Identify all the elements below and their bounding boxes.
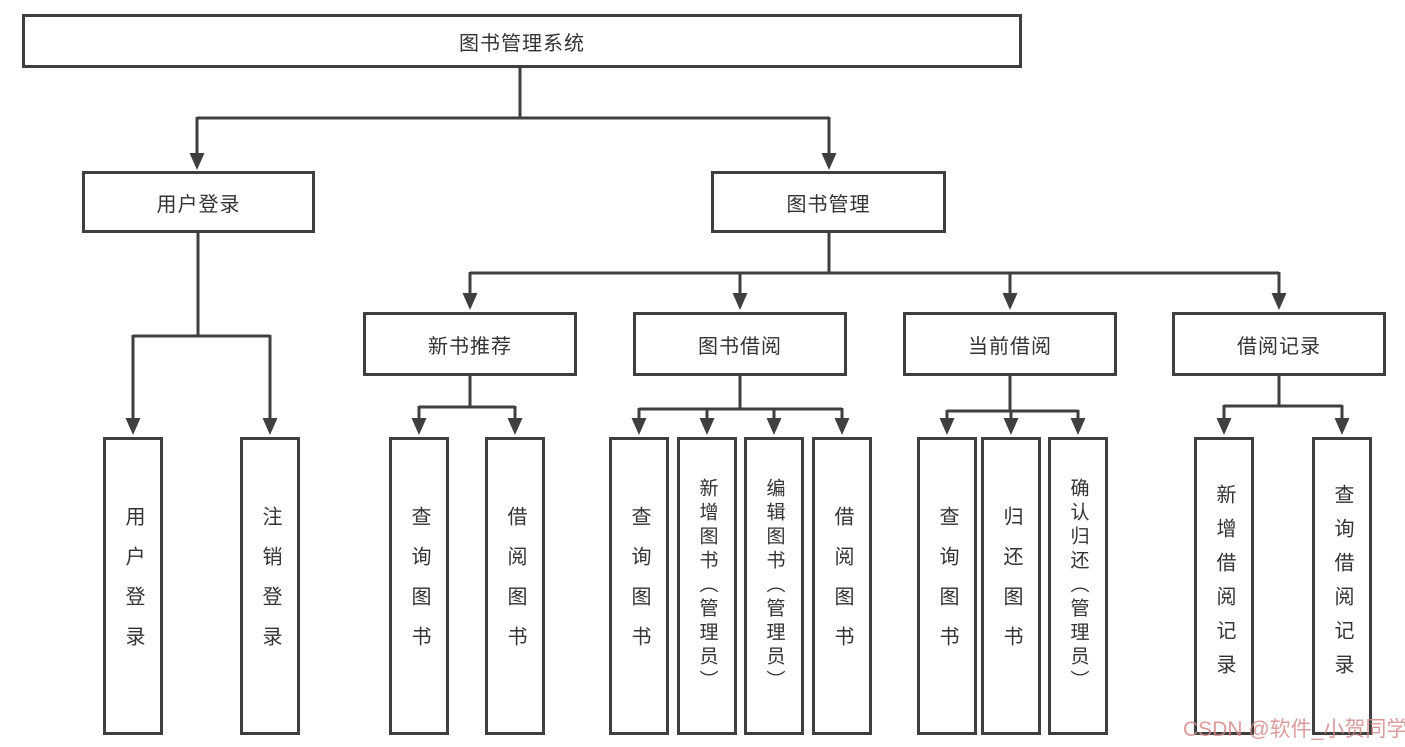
leaf-confirm-return-admin-label: 确认归还（管理员）: [1067, 478, 1089, 694]
node-current-borrowing: 当前借阅: [903, 312, 1117, 376]
leaf-edit-book-admin-label: 编辑图书（管理员）: [763, 478, 785, 694]
leaf-user-login-label: 用户登录: [122, 506, 144, 666]
leaf-query-books-recommend: 查询图书: [389, 437, 449, 735]
arrowheads: [125, 153, 1350, 435]
node-library-management-system: 图书管理系统: [22, 14, 1022, 68]
node-borrowing-records: 借阅记录: [1172, 312, 1386, 376]
leaf-borrow-books-recommend: 借阅图书: [485, 437, 545, 735]
leaf-add-book-admin-label: 新增图书（管理员）: [696, 478, 718, 694]
node-book-borrowing: 图书借阅: [633, 312, 847, 376]
leaf-confirm-return-admin: 确认归还（管理员）: [1048, 437, 1108, 735]
leaf-edit-book-admin: 编辑图书（管理员）: [744, 437, 804, 735]
node-book-management: 图书管理: [711, 171, 946, 233]
leaf-return-books-label: 归还图书: [1000, 506, 1022, 666]
node-new-book-recommend: 新书推荐: [363, 312, 577, 376]
leaf-user-login: 用户登录: [103, 437, 163, 735]
leaf-add-book-admin: 新增图书（管理员）: [677, 437, 737, 735]
leaf-query-books-borrow: 查询图书: [609, 437, 669, 735]
leaf-query-books-current-label: 查询图书: [936, 506, 958, 666]
leaf-query-books-recommend-label: 查询图书: [408, 506, 430, 666]
leaf-add-borrow-record: 新增借阅记录: [1194, 437, 1254, 735]
leaf-logout: 注销登录: [240, 437, 300, 735]
leaf-borrow-books-recommend-label: 借阅图书: [504, 506, 526, 666]
leaf-query-borrow-record: 查询借阅记录: [1312, 437, 1372, 735]
node-user-login: 用户登录: [82, 171, 315, 233]
leaf-query-borrow-record-label: 查询借阅记录: [1331, 484, 1353, 688]
leaf-logout-label: 注销登录: [259, 506, 281, 666]
leaf-add-borrow-record-label: 新增借阅记录: [1213, 484, 1235, 688]
leaf-query-books-current: 查询图书: [917, 437, 977, 735]
leaf-return-books: 归还图书: [981, 437, 1041, 735]
leaf-borrow-books: 借阅图书: [812, 437, 872, 735]
leaf-query-books-borrow-label: 查询图书: [628, 506, 650, 666]
leaf-borrow-books-label: 借阅图书: [831, 506, 853, 666]
csdn-watermark: CSDN @软件_小贺同学: [1183, 718, 1405, 741]
